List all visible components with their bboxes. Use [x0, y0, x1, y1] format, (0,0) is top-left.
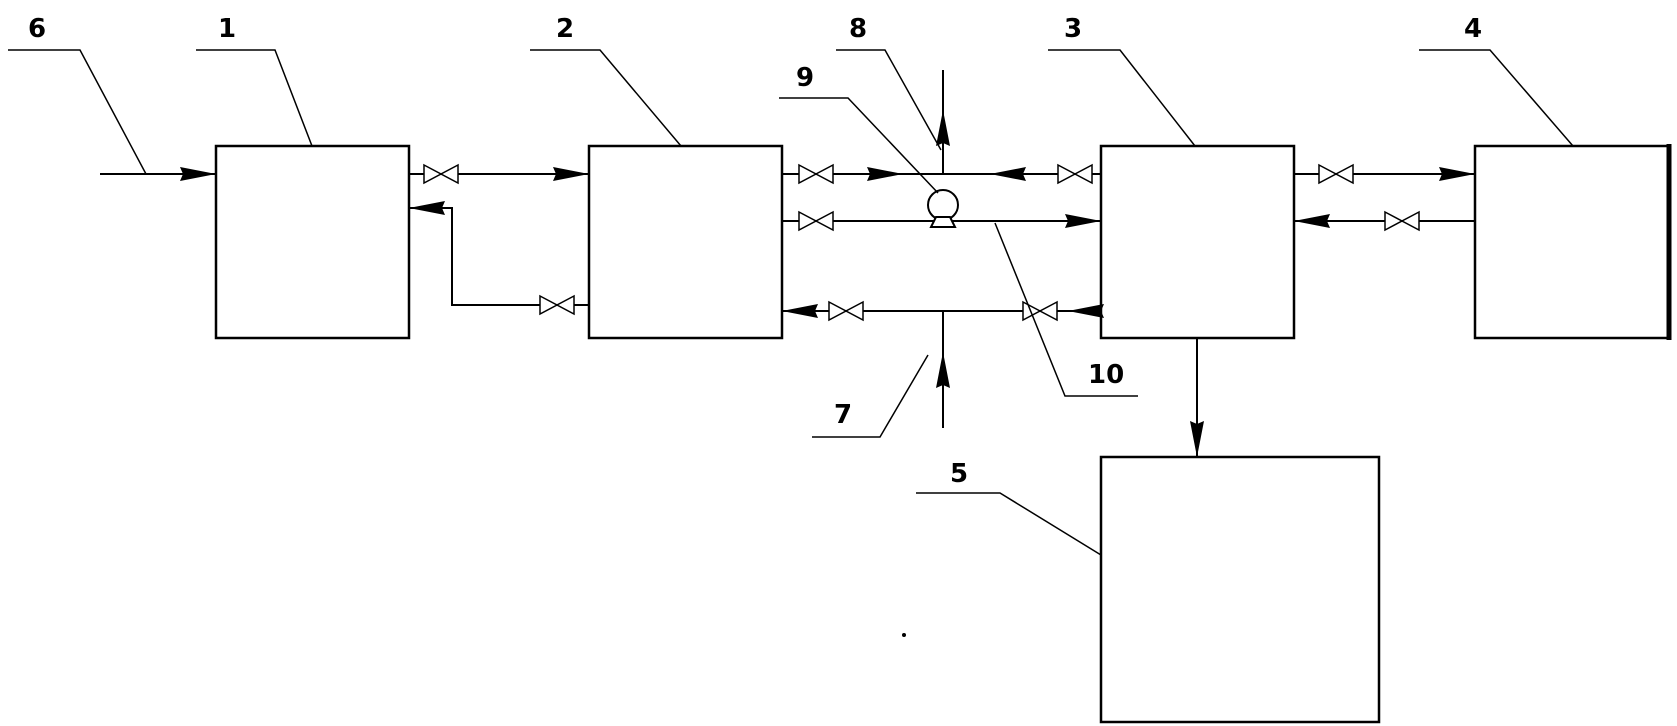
label-4: 4 [1464, 14, 1482, 44]
arrow-into-unit3 [1065, 214, 1101, 228]
arrow-outlet-8 [936, 110, 950, 146]
label-3: 3 [1064, 14, 1082, 44]
valve-8 [1318, 163, 1354, 185]
valve-2 [539, 294, 575, 316]
arrow-into-unit5 [1190, 421, 1204, 457]
arrow-unit3-top-out [990, 167, 1026, 181]
arrow-return-unit1 [409, 201, 445, 215]
valve-7 [1022, 300, 1058, 322]
arrow-into-unit4 [1439, 167, 1475, 181]
unit-4-box [1473, 144, 1670, 340]
valve-5 [828, 300, 864, 322]
label-8: 8 [849, 14, 867, 44]
label-9: 9 [796, 63, 814, 93]
unit-2-box [587, 144, 784, 340]
arrow-into-unit2-bottom [782, 304, 818, 318]
valve-6 [1057, 163, 1093, 185]
arrow-feed-6 [180, 167, 216, 181]
unit-5-box [1099, 455, 1381, 724]
valves [423, 163, 1420, 322]
arrow-into-unit2 [553, 167, 589, 181]
stray-dot [902, 633, 906, 637]
label-2: 2 [556, 14, 574, 44]
unit-1-box [214, 144, 411, 340]
label-5: 5 [950, 459, 968, 489]
arrow-into-unit3-from-4 [1294, 214, 1330, 228]
arrow-inlet-7 [936, 352, 950, 388]
label-10: 10 [1088, 360, 1124, 390]
pump-icon [927, 189, 959, 228]
leader-lines [8, 49, 1574, 556]
valve-1 [423, 163, 459, 185]
label-7: 7 [834, 400, 852, 430]
valve-4 [798, 210, 834, 232]
valve-9 [1384, 210, 1420, 232]
label-1: 1 [218, 14, 236, 44]
label-6: 6 [28, 14, 46, 44]
arrow-unit3-bottom [1068, 304, 1104, 318]
unit-3-box [1099, 144, 1296, 340]
flow-arrows [180, 110, 1475, 457]
arrow-unit2-top-out [867, 167, 903, 181]
valve-3 [798, 163, 834, 185]
